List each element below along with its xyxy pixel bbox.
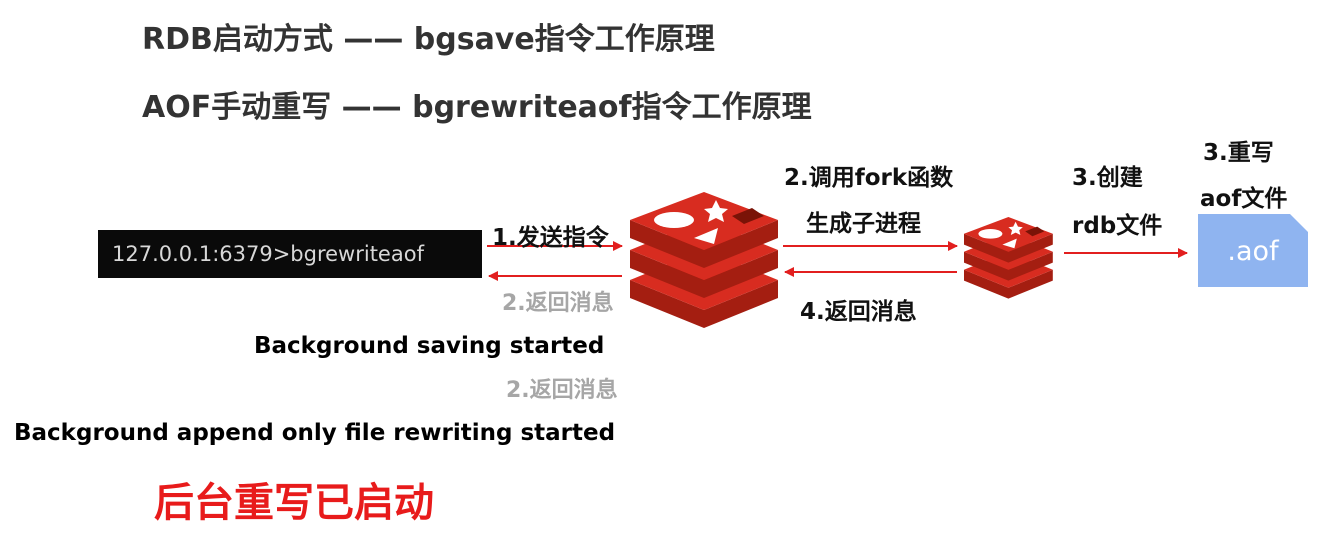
step-create-line2: rdb文件 bbox=[1072, 213, 1163, 239]
step-return-message-2: 2.返回消息 bbox=[506, 378, 618, 403]
step-return-message: 2.返回消息 bbox=[502, 291, 614, 316]
step-child-return: 4.返回消息 bbox=[800, 299, 917, 325]
step-fork-line2: 生成子进程 bbox=[806, 211, 921, 237]
step-create-line1: 3.创建 bbox=[1072, 165, 1143, 191]
step-rewrite-line1: 3.重写 bbox=[1203, 140, 1274, 166]
title-rdb: RDB启动方式 —— bgsave指令工作原理 bbox=[142, 22, 715, 57]
redis-server-icon bbox=[630, 192, 778, 328]
message-bgsave: Background saving started bbox=[254, 333, 605, 359]
message-chinese: 后台重写已启动 bbox=[154, 480, 434, 526]
title-aof: AOF手动重写 —— bgrewriteaof指令工作原理 bbox=[142, 90, 812, 125]
child-process-icon bbox=[964, 217, 1053, 299]
step-send-command: 1.发送指令 bbox=[492, 225, 609, 251]
message-bgrewrite: Background append only file rewriting st… bbox=[14, 420, 616, 446]
step-fork-line1: 2.调用fork函数 bbox=[784, 165, 954, 191]
aof-file-label: .aof bbox=[1198, 236, 1308, 276]
step-rewrite-line2: aof文件 bbox=[1200, 186, 1288, 212]
command-terminal: 127.0.0.1:6379>bgrewriteaof bbox=[98, 230, 482, 278]
